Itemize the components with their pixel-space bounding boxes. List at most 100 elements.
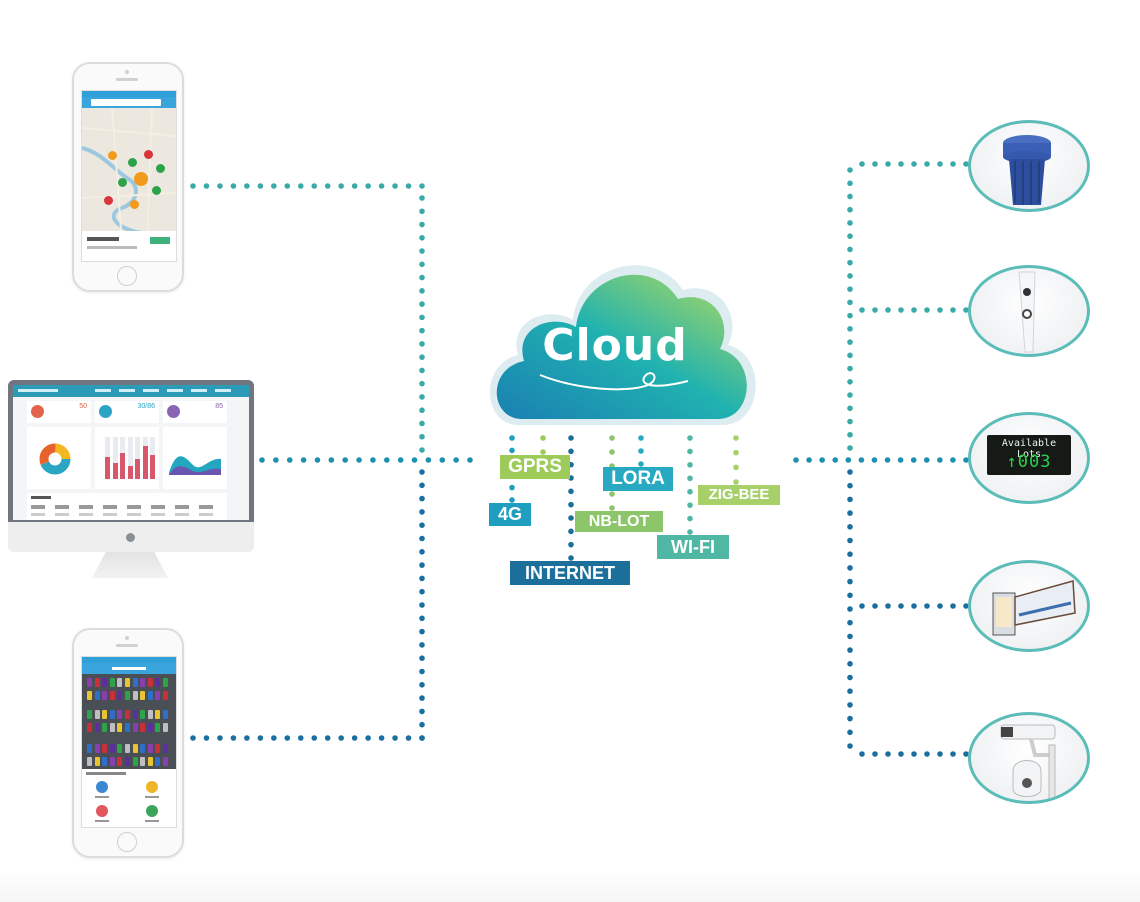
status-bar (82, 91, 176, 97)
parking-space (94, 710, 100, 719)
stat-card: 85 (163, 401, 227, 423)
app-bar (82, 97, 176, 108)
parking-space (155, 744, 161, 753)
connector-phone-bottom (190, 735, 425, 741)
phone-camera (125, 636, 129, 640)
bar (142, 446, 148, 479)
parking-space (87, 691, 92, 700)
parking-space (140, 710, 146, 719)
parking-space (132, 723, 138, 732)
bar (120, 452, 125, 479)
drop-zigbee (733, 435, 739, 485)
protocol-tag-nblot: NB-LOT (575, 511, 663, 532)
parking-space (87, 744, 92, 753)
parking-space (109, 678, 115, 687)
connector-device-1 (859, 161, 969, 167)
cloud-label: Cloud (542, 320, 688, 371)
parking-space (147, 744, 153, 753)
table-title (31, 496, 51, 499)
stat-card: 30/86 (95, 401, 159, 423)
app-bar (82, 663, 176, 674)
dashboard-nav-bar (13, 385, 249, 397)
status-bar (82, 657, 176, 663)
map-pin-green (118, 178, 127, 187)
protocol-tag-gprs: GPRS (500, 455, 570, 479)
parking-space (140, 691, 146, 700)
parking-space (163, 691, 168, 700)
map-pin-green (152, 186, 161, 195)
menu-icon-blue (96, 781, 108, 793)
parking-space (102, 678, 108, 687)
parking-space (155, 723, 161, 732)
parking-space (94, 744, 100, 753)
map-pin-orange-large (134, 172, 148, 186)
parking-space (147, 691, 153, 700)
dashboard-title (18, 389, 58, 392)
parking-space (155, 678, 161, 687)
menu-icon-red (96, 805, 108, 817)
parking-space (117, 678, 123, 687)
phone-map-app (72, 62, 184, 292)
menu-title (86, 772, 126, 775)
device-barrier-gate (968, 560, 1090, 652)
data-table (27, 493, 227, 520)
stat-value: 50 (79, 403, 87, 410)
connector-device-4 (859, 603, 969, 609)
parking-space (117, 723, 123, 732)
parking-space (109, 691, 115, 700)
device-surveillance-camera (968, 712, 1090, 804)
parking-space (155, 757, 161, 766)
parking-space (102, 710, 108, 719)
parking-space (125, 678, 130, 687)
connector-left-trunk-lower (419, 469, 425, 741)
connector-device-2 (859, 307, 969, 313)
bar-track (112, 437, 118, 479)
protocol-tag-zigbee: ZIG-BEE (698, 485, 780, 505)
protocol-tag-4g: 4G (489, 503, 531, 526)
parking-space (140, 723, 146, 732)
stat-icon (99, 405, 112, 418)
monitor-stand (92, 552, 168, 578)
protocol-tag-internet: INTERNET (510, 561, 630, 585)
parking-space (117, 744, 123, 753)
parking-space (147, 723, 153, 732)
donut-chart-card (27, 427, 91, 489)
sensor-icon (1003, 135, 1051, 205)
bar (135, 458, 140, 479)
map-pin-red (104, 196, 113, 205)
parking-space (140, 678, 146, 687)
drop-wifi (687, 435, 693, 535)
connector-left-trunk-upper (419, 195, 425, 453)
parking-space (125, 744, 130, 753)
connector-phone-top (190, 183, 425, 189)
map-view (82, 107, 176, 244)
parking-space (87, 757, 92, 766)
bar (105, 457, 110, 479)
bar (127, 466, 133, 479)
parking-space (102, 757, 108, 766)
parking-space (132, 678, 138, 687)
area-chart (169, 456, 221, 475)
parking-space (87, 678, 92, 687)
parking-space (132, 744, 138, 753)
parking-space (155, 710, 161, 719)
stat-icon (167, 405, 180, 418)
map-pin-green (128, 158, 137, 167)
bar-track (127, 437, 133, 479)
map-pin-red (144, 150, 153, 159)
menu-label (145, 796, 159, 798)
monitor-bezel: 50 30/86 85 (8, 380, 254, 522)
menu-label (145, 820, 159, 822)
protocol-tag-lora: LORA (603, 467, 673, 491)
dashboard-nav-items (95, 389, 235, 392)
parking-space (94, 757, 100, 766)
phone-speaker (116, 644, 138, 647)
map-pin-green (156, 164, 165, 173)
parking-space (163, 744, 168, 753)
parking-space (125, 723, 130, 732)
function-menu (82, 769, 176, 827)
info-title (87, 237, 119, 241)
info-address (87, 246, 137, 249)
menu-label (95, 820, 109, 822)
bar-track (135, 437, 140, 479)
